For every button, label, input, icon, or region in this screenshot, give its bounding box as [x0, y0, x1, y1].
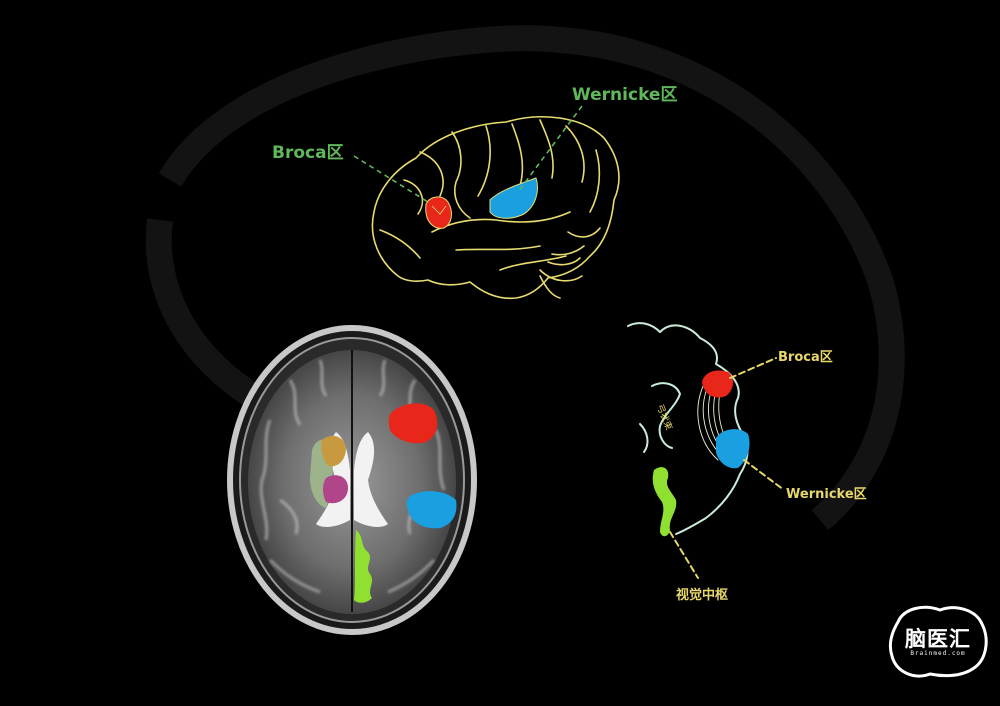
- visual-leader-pathway: [669, 531, 699, 579]
- mri-axial-slice: [227, 325, 477, 635]
- logo-subtext: Brainmed.com: [910, 650, 966, 657]
- visual-cortex-label: 视觉中枢: [676, 588, 729, 603]
- basal-ganglia-orange: [321, 435, 346, 467]
- visual-cortex-mri: [354, 530, 372, 603]
- broca-area-pathway: [702, 370, 734, 398]
- broca-label-lateral: Broca区: [272, 143, 344, 163]
- wernicke-leader-pathway: [743, 459, 785, 491]
- wernicke-area-pathway: [716, 429, 750, 469]
- lateral-brain: [371, 116, 620, 300]
- wernicke-leader-lateral: [517, 105, 583, 193]
- basal-ganglia-purple: [323, 475, 348, 504]
- pathway-outline: [627, 322, 749, 535]
- wernicke-area-lateral: [489, 177, 538, 219]
- logo-frame: [888, 605, 988, 678]
- visual-cortex-pathway: [652, 467, 677, 537]
- broca-leader-lateral: [353, 155, 429, 203]
- pathway-diagram: [627, 322, 785, 579]
- wernicke-label-lateral: Wernicke区: [572, 85, 678, 105]
- logo-text: 脑医汇: [905, 627, 971, 651]
- wernicke-area-mri: [406, 491, 457, 529]
- wernicke-label-pathway: Wernicke区: [786, 487, 867, 502]
- broca-leader-pathway: [729, 357, 777, 379]
- lateral-brain-outline: [371, 116, 620, 300]
- broca-area-mri: [388, 403, 438, 444]
- broca-label-pathway: Broca区: [778, 350, 833, 365]
